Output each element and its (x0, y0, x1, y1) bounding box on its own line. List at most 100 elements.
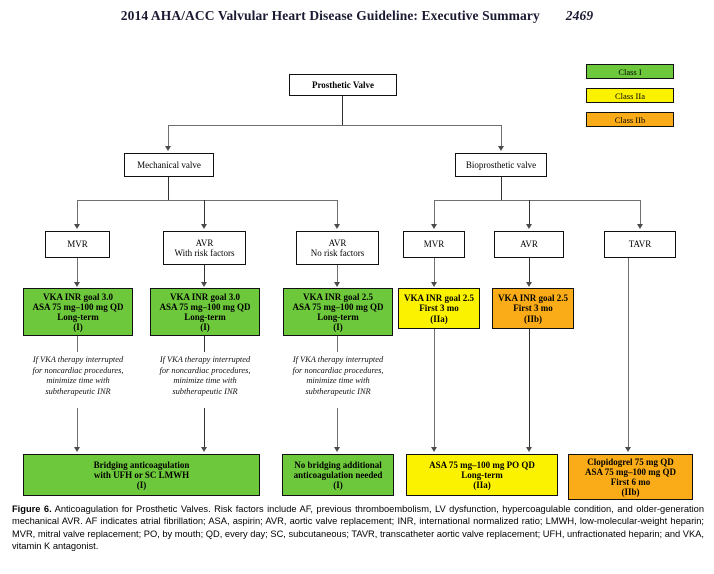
note-mech-avr-norisk-line2: for noncardiac procedures, (292, 365, 384, 375)
arrow-to-mech-avr-norisk (334, 224, 340, 229)
node-mech-avr-risk-rx-line3: Long-term (184, 312, 226, 322)
connector-bio-avr-rx-down (529, 329, 530, 448)
node-clopidogrel-line3: First 6 mo (610, 477, 651, 487)
connector-mechanical-down (168, 177, 169, 200)
connector-note-mvr-down (77, 408, 78, 448)
node-asa-longterm-class: (IIa) (473, 480, 491, 491)
node-mech-avr-risk-label: AVR (195, 237, 214, 248)
node-mech-mvr-label: MVR (67, 239, 88, 250)
arrow-bio-mvr-rx (431, 282, 437, 287)
node-bridging-line1: Bridging anticoagulation (93, 459, 190, 470)
node-bio-avr: AVR (494, 231, 564, 258)
legend-class-iib-label: Class IIb (614, 114, 646, 125)
node-bio-tavr-label: TAVR (628, 239, 652, 250)
arrow-to-bio-tavr (637, 224, 643, 229)
node-asa-longterm-line2: Long-term (461, 469, 503, 480)
legend-class-i-label: Class I (618, 66, 642, 77)
node-mech-avr-norisk-rx-line3: Long-term (317, 312, 359, 322)
arrow-note-mvr-bridging (74, 447, 80, 452)
node-mech-mvr-rx-class: (I) (73, 322, 83, 333)
node-mech-avr-risk-rx-class: (I) (200, 322, 210, 333)
connector-mech-avr-norisk-rx-down (337, 336, 338, 352)
node-mech-avr-norisk-sublabel: No risk factors (310, 248, 365, 258)
note-mech-mvr-line1: If VKA therapy interrupted (32, 355, 124, 364)
arrow-to-bio-avr (526, 224, 532, 229)
arrow-bio-avr-rx-asa (526, 447, 532, 452)
arrow-to-bio-mvr (431, 224, 437, 229)
node-bio-mvr: MVR (403, 231, 465, 258)
node-bioprosthetic-valve-label: Bioprosthetic valve (465, 159, 537, 170)
arrow-note-avr-norisk-nobridging (334, 447, 340, 452)
node-bio-mvr-rx-line1: VKA INR goal 2.5 (403, 293, 474, 304)
node-bio-avr-label: AVR (520, 239, 538, 250)
legend-class-iia-label: Class IIa (615, 90, 645, 101)
node-bio-mvr-label: MVR (423, 239, 445, 250)
node-bio-mvr-rx: VKA INR goal 2.5 First 3 mo (IIa) (398, 288, 480, 329)
connector-bio-mvr-down (434, 258, 435, 283)
connector-mech-mvr-down (77, 258, 78, 283)
node-mech-avr-norisk-rx-class: (I) (333, 322, 343, 333)
arrow-to-mech-mvr (74, 224, 80, 229)
node-mech-mvr-rx: VKA INR goal 3.0 ASA 75 mg–100 mg QD Lon… (23, 288, 133, 336)
node-mech-mvr: MVR (45, 231, 110, 258)
connector-note-avr-risk-down (204, 408, 205, 448)
connector-mech-mvr-rx-down (77, 336, 78, 352)
node-mech-avr-risk: AVR With risk factors (163, 231, 246, 265)
arrow-to-mech-avr-risk (201, 224, 207, 229)
node-no-bridging: No bridging additional anticoagulation n… (282, 454, 394, 496)
page-header: 2014 AHA/ACC Valvular Heart Disease Guid… (0, 8, 714, 24)
node-clopidogrel-line2: ASA 75 mg–100 mg QD (584, 466, 676, 477)
node-clopidogrel-line1: Clopidogrel 75 mg QD (587, 456, 674, 467)
connector-to-mech-mvr (77, 200, 78, 225)
arrow-note-avr-risk-bridging (201, 447, 207, 452)
connector-note-avr-norisk-down (337, 408, 338, 448)
arrow-mech-avr-norisk-rx (334, 282, 340, 287)
node-mech-avr-norisk-label: AVR (328, 237, 347, 248)
connector-root-down (342, 96, 343, 125)
node-mech-avr-risk-rx-line1: VKA INR goal 3.0 (169, 291, 240, 302)
node-bioprosthetic-valve: Bioprosthetic valve (455, 153, 547, 177)
node-mech-avr-norisk-rx: VKA INR goal 2.5 ASA 75 mg–100 mg QD Lon… (283, 288, 393, 336)
legend-class-iib: Class IIb (586, 112, 674, 127)
node-bio-avr-rx-class: (IIb) (523, 313, 542, 324)
node-mech-mvr-rx-line3: Long-term (57, 312, 99, 322)
node-bio-avr-rx: VKA INR goal 2.5 First 3 mo (IIb) (492, 288, 574, 329)
node-mechanical-valve: Mechanical valve (124, 153, 214, 177)
page-number: 2469 (565, 8, 594, 23)
legend-class-iia: Class IIa (586, 88, 674, 103)
arrow-to-mechanical (165, 146, 171, 151)
note-mech-avr-risk-line3: minimize time with (173, 376, 237, 385)
node-mech-avr-risk-rx: VKA INR goal 3.0 ASA 75 mg–100 mg QD Lon… (150, 288, 260, 336)
node-bridging-class: (I) (136, 480, 147, 491)
connector-to-mech-avr-norisk (337, 200, 338, 225)
note-mech-mvr-line3: minimize time with (46, 376, 110, 385)
note-mech-avr-risk-line1: If VKA therapy interrupted (159, 355, 251, 364)
node-mech-avr-norisk-rx-line2: ASA 75 mg–100 mg QD (292, 301, 384, 312)
connector-bio-avr-down (529, 258, 530, 283)
node-bio-avr-rx-line1: VKA INR goal 2.5 (497, 293, 568, 304)
node-prosthetic-valve-label: Prosthetic Valve (311, 79, 375, 90)
node-no-bridging-line1: No bridging additional (294, 459, 382, 470)
figure-caption-text: Anticoagulation for Prosthetic Valves. R… (12, 504, 704, 552)
connector-level2-bus (168, 125, 502, 126)
connector-mech-avr-risk-rx-down (204, 336, 205, 352)
node-bio-avr-rx-line2: First 3 mo (513, 303, 553, 314)
node-mechanical-valve-label: Mechanical valve (137, 159, 201, 170)
connector-bio-bus (434, 200, 640, 201)
node-clopidogrel: Clopidogrel 75 mg QD ASA 75 mg–100 mg QD… (568, 454, 693, 500)
figure-caption-label: Figure 6. (12, 504, 52, 514)
figure-caption: Figure 6. Anticoagulation for Prosthetic… (12, 503, 704, 552)
legend-class-i: Class I (586, 64, 674, 79)
connector-bio-down (501, 177, 502, 200)
note-mech-mvr-line2: for noncardiac procedures, (32, 365, 124, 375)
connector-to-bioprosthetic (501, 125, 502, 147)
connector-to-bio-tavr (640, 200, 641, 225)
arrow-bio-tavr-clopidogrel (625, 447, 631, 452)
node-mech-mvr-rx-line2: ASA 75 mg–100 mg QD (32, 301, 124, 312)
note-mech-avr-norisk-line3: minimize time with (306, 376, 370, 385)
connector-to-bio-mvr (434, 200, 435, 225)
node-bridging-anticoagulation: Bridging anticoagulation with UFH or SC … (23, 454, 260, 496)
node-mech-avr-norisk-rx-line1: VKA INR goal 2.5 (302, 291, 373, 302)
note-mech-avr-norisk-line4: subtherapeutic INR (305, 386, 371, 396)
node-asa-longterm: ASA 75 mg–100 mg PO QD Long-term (IIa) (406, 454, 558, 496)
